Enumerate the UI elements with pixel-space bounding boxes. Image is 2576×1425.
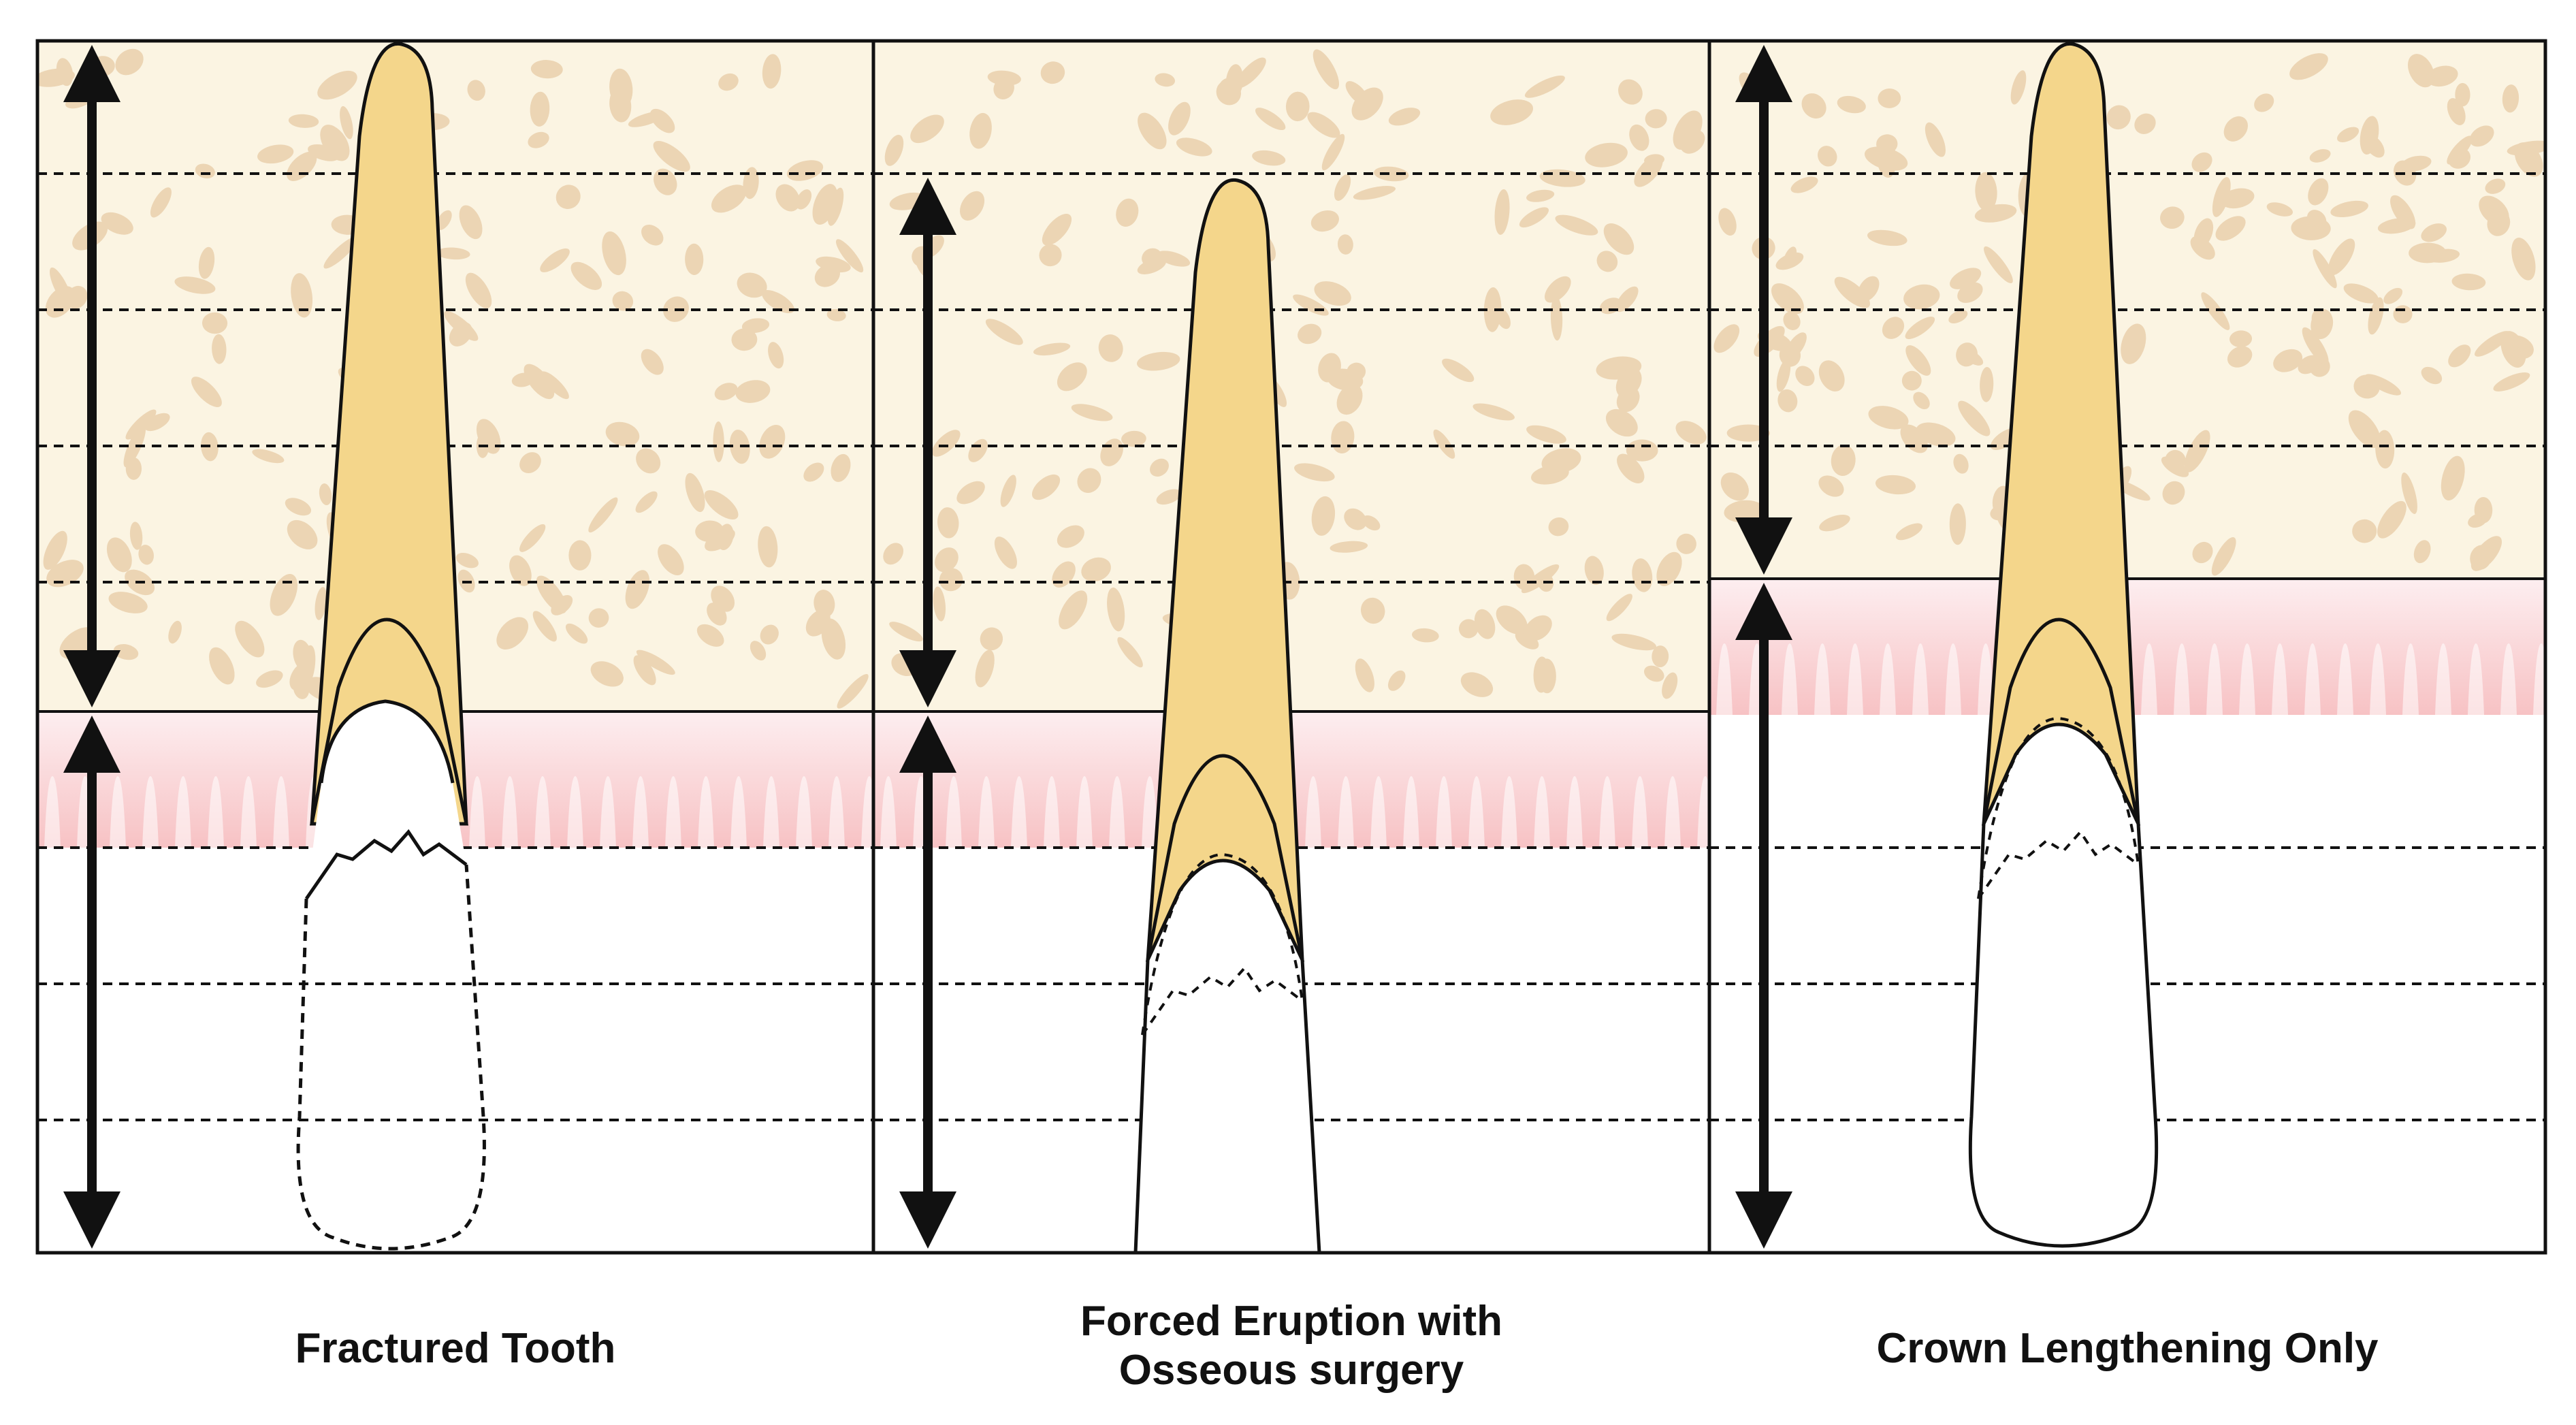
caption-line: Osseous surgery <box>1118 1347 1464 1394</box>
original-margin-outline <box>1977 716 2140 899</box>
tooth-root <box>1146 178 1304 962</box>
tooth <box>1133 178 1321 1253</box>
missing-crown-outline <box>296 864 486 1251</box>
alveolar-bone <box>873 41 1709 711</box>
restored-crown <box>1133 859 1321 1253</box>
bone-trabeculae <box>37 48 869 709</box>
restored-crown <box>1968 722 2159 1248</box>
tooth <box>296 42 486 1251</box>
fracture-line <box>1977 829 2140 900</box>
fracture-line <box>304 829 468 900</box>
caption-3: Crown Lengthening Only <box>1709 1324 2545 1373</box>
panel-3 <box>1707 39 2547 1255</box>
panel-1 <box>35 39 875 1255</box>
caption-1: Fractured Tooth <box>37 1324 873 1373</box>
fracture-line <box>1141 965 1304 1036</box>
tooth-root <box>1982 42 2140 826</box>
tooth <box>1968 42 2159 1248</box>
panels-layer <box>35 39 2547 1255</box>
panel-border <box>1707 39 2547 1255</box>
original-margin-outline <box>1141 852 1304 1036</box>
tooth-root <box>310 42 468 826</box>
caption-line: Fractured Tooth <box>295 1325 616 1372</box>
caption-line: Forced Eruption with <box>1080 1298 1502 1345</box>
panel-2 <box>871 39 1711 1255</box>
caption-line: Crown Lengthening Only <box>1876 1325 2379 1372</box>
